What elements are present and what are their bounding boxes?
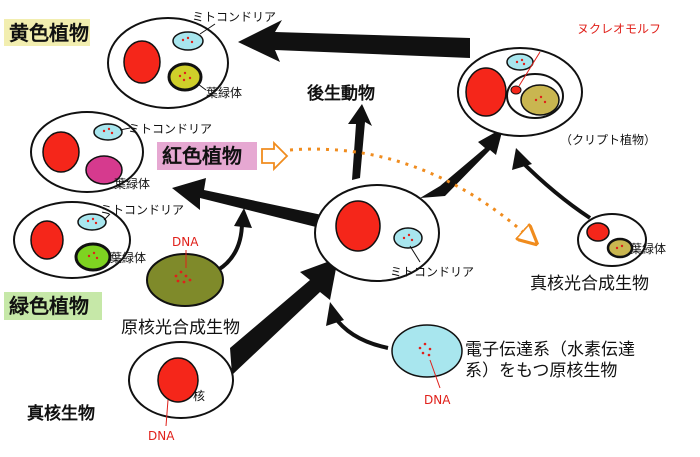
nucleomorph-label: ヌクレオモルフ xyxy=(577,22,661,36)
cryptophyte-cell xyxy=(457,47,583,137)
chloroplast-label-right: 葉緑体 xyxy=(630,241,666,256)
arrow-prokaryote-to-host xyxy=(216,221,244,272)
arrow-to-metazoa xyxy=(348,104,372,180)
dotted-arrow-red-to-euk-photosynth xyxy=(289,147,530,238)
arrow-euk-photosynth-to-cryptophyte xyxy=(518,158,592,220)
eukaryotic-photosynth-label: 真核光合成生物 xyxy=(530,274,649,294)
mitochondria-label-red: ミトコンドリア xyxy=(128,122,212,136)
metazoa-label: 後生動物 xyxy=(307,83,375,104)
mitochondria-label-yellow: ミトコンドリア xyxy=(192,10,276,24)
prokaryotic-photosynth-cell xyxy=(146,253,224,307)
eukaryote-label: 真核生物 xyxy=(27,403,95,424)
yellow-plant-label: 黄色植物 xyxy=(9,21,89,45)
chloroplast-label-red: 葉緑体 xyxy=(114,176,150,191)
green-plant-label: 緑色植物 xyxy=(9,294,89,318)
yellow-plant-cell xyxy=(107,17,229,109)
arrow-to-yellow-plant xyxy=(238,20,470,62)
nucleus-label: 核 xyxy=(193,389,205,403)
electron-transport-label-1: 電子伝達系（水素伝達 xyxy=(465,340,635,360)
red-plant-label-box xyxy=(157,142,257,170)
dna-label-prokaryote: DNA xyxy=(172,235,199,249)
hollow-arrow-icon xyxy=(261,140,289,172)
prokaryotic-photosynth-label: 原核光合成生物 xyxy=(121,318,240,338)
cryptophyte-label: （クリプト植物） xyxy=(560,132,656,147)
electron-transport-prokaryote-cell xyxy=(391,324,463,378)
dna-label-electron: DNA xyxy=(424,393,451,407)
eukaryote-cell xyxy=(128,341,234,419)
mitochondria-label-green: ミトコンドリア xyxy=(100,203,184,217)
red-plant-cell xyxy=(30,111,144,193)
mitochondria-label-center: ミトコンドリア xyxy=(390,265,474,279)
electron-transport-label-2: 系）をもつ原核生物 xyxy=(465,361,617,381)
host-eukaryote-cell xyxy=(314,184,440,282)
chloroplast-label-green: 葉緑体 xyxy=(110,250,146,265)
yellow-plant-label-box xyxy=(4,19,90,46)
chloroplast-label-yellow: 葉緑体 xyxy=(206,85,242,100)
red-plant-label: 紅色植物 xyxy=(162,144,242,168)
arrow-to-cryptophyte xyxy=(420,128,503,198)
eukaryotic-photosynth-cell xyxy=(577,213,647,267)
arrow-to-red-plant xyxy=(172,178,322,228)
arrow-eukaryote-to-center xyxy=(230,258,338,375)
green-plant-label-box xyxy=(4,292,102,320)
arrow-electron-prokaryote-to-center xyxy=(332,314,389,350)
green-plant-cell xyxy=(13,201,131,279)
dna-label-eukaryote: DNA xyxy=(148,429,175,443)
